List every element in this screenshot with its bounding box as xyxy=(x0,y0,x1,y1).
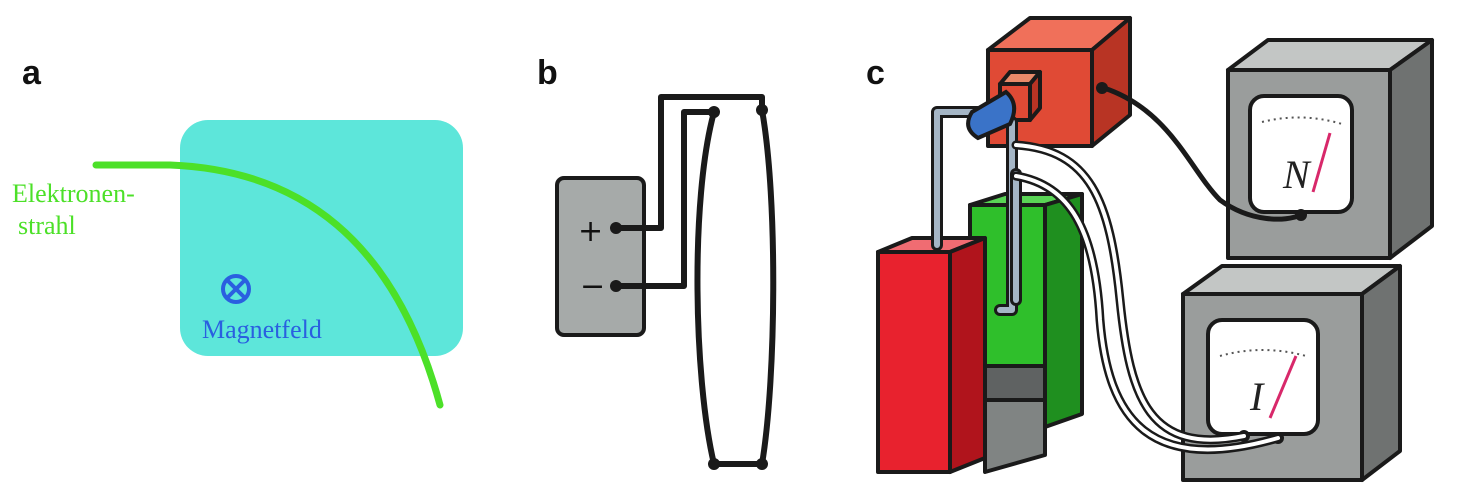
cables xyxy=(1011,85,1304,455)
panel-b-label: b xyxy=(537,54,558,92)
wire-loop xyxy=(694,109,777,467)
panel-a: a Elektronen- strahl Magnetfeld xyxy=(12,54,463,409)
panel-c-label: c xyxy=(866,54,885,92)
magnet-red-arm xyxy=(876,236,987,474)
panel-c: c N I xyxy=(866,16,1434,482)
meter-top-needle xyxy=(1311,132,1332,193)
blue-coupling xyxy=(966,89,1017,141)
beam-label-line1: Elektronen- xyxy=(12,179,135,208)
wires xyxy=(616,94,765,289)
plus-terminal-sign: + xyxy=(578,214,603,249)
motor-box xyxy=(986,16,1132,148)
meter-top-letter: N xyxy=(1282,152,1312,197)
field-into-page-icon xyxy=(221,274,251,304)
panel-a-label: a xyxy=(22,54,42,92)
minus-terminal-sign: − xyxy=(580,269,605,304)
beam-label-line2: strahl xyxy=(18,211,76,240)
magnet-base xyxy=(983,364,1047,474)
meter-bottom-scale xyxy=(1219,349,1307,357)
electron-beam xyxy=(92,161,444,409)
motor-terminal xyxy=(1096,82,1108,94)
battery-box xyxy=(555,176,646,337)
meter-top-scale xyxy=(1261,116,1343,125)
panel-b: b + − xyxy=(537,54,777,470)
connection-dots xyxy=(610,104,768,470)
meter-bottom-needle xyxy=(1268,355,1298,419)
field-label: Magnetfeld xyxy=(202,315,322,344)
meter-top xyxy=(1226,38,1434,260)
meter-bottom-letter: I xyxy=(1249,374,1265,419)
